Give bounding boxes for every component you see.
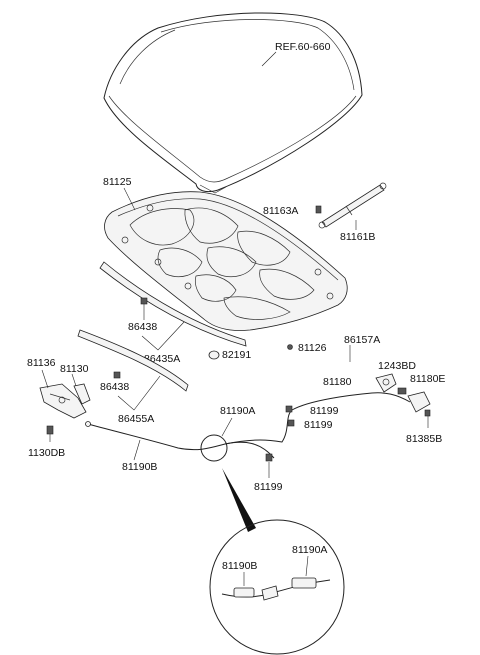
label-81130: 81130 (60, 363, 89, 375)
clip-81199-a-icon (285, 405, 293, 413)
leader-86455A (117, 375, 161, 411)
label-86438-upper: 86438 (128, 321, 157, 333)
front-seal-icon (77, 329, 189, 392)
clip-81199-b-icon (287, 419, 295, 427)
hood-panel-icon (103, 12, 363, 194)
label-1130DB: 1130DB (28, 447, 65, 459)
clip-86438-lower (113, 371, 121, 379)
leader-81130 (71, 373, 77, 387)
detail-magnifier-icon (200, 434, 345, 655)
leader-81190A-main (221, 417, 233, 437)
label-81136: 81136 (27, 357, 56, 369)
gas-lift-strut-icon (318, 182, 387, 229)
clip-81199-c-icon (265, 453, 273, 462)
bolt-1130DB-icon (46, 425, 54, 435)
label-81125: 81125 (103, 176, 132, 188)
release-handle-icon (407, 391, 431, 413)
release-lever-icon (375, 373, 397, 393)
ref-label: REF.60-660 (275, 41, 331, 53)
leader-81125 (123, 187, 136, 211)
label-81199-a: 81199 (310, 405, 339, 417)
label-81190A-detail: 81190A (292, 544, 327, 556)
label-81190B-detail: 81190B (222, 560, 257, 572)
bolt-1243BD-icon (397, 387, 407, 395)
hood-seal-icon (99, 261, 247, 347)
label-81126: 81126 (298, 342, 327, 354)
label-86438-lower: 86438 (100, 381, 129, 393)
label-81199-c: 81199 (254, 481, 283, 493)
clip-81385B-icon (424, 409, 431, 417)
leader-81190B-main (133, 439, 141, 461)
leader-86435A (141, 321, 185, 351)
hood-insulator-icon (104, 191, 348, 331)
label-81161B: 81161B (340, 231, 375, 243)
label-81190A-main: 81190A (220, 405, 255, 417)
label-86455A: 86455A (118, 413, 154, 425)
clip-81163A-icon (315, 205, 322, 214)
clip-86438-upper (140, 297, 148, 305)
label-82191: 82191 (222, 349, 251, 361)
label-86157A: 86157A (344, 334, 380, 346)
leader-81136 (41, 369, 49, 389)
label-81199-b: 81199 (304, 419, 333, 431)
label-81385B: 81385B (406, 433, 442, 445)
label-81180E: 81180E (410, 373, 445, 385)
release-cable-icon (85, 392, 411, 459)
label-81163A: 81163A (263, 205, 298, 217)
clip-81126-icon (287, 344, 293, 350)
label-1243BD: 1243BD (378, 360, 416, 372)
hood-latch-icon (39, 383, 91, 419)
label-81190B-main: 81190B (122, 461, 157, 473)
label-81180: 81180 (323, 376, 352, 388)
leader-81190A-detail (305, 555, 309, 577)
ref-leader (261, 51, 277, 67)
bumper-82191-icon (208, 350, 220, 360)
